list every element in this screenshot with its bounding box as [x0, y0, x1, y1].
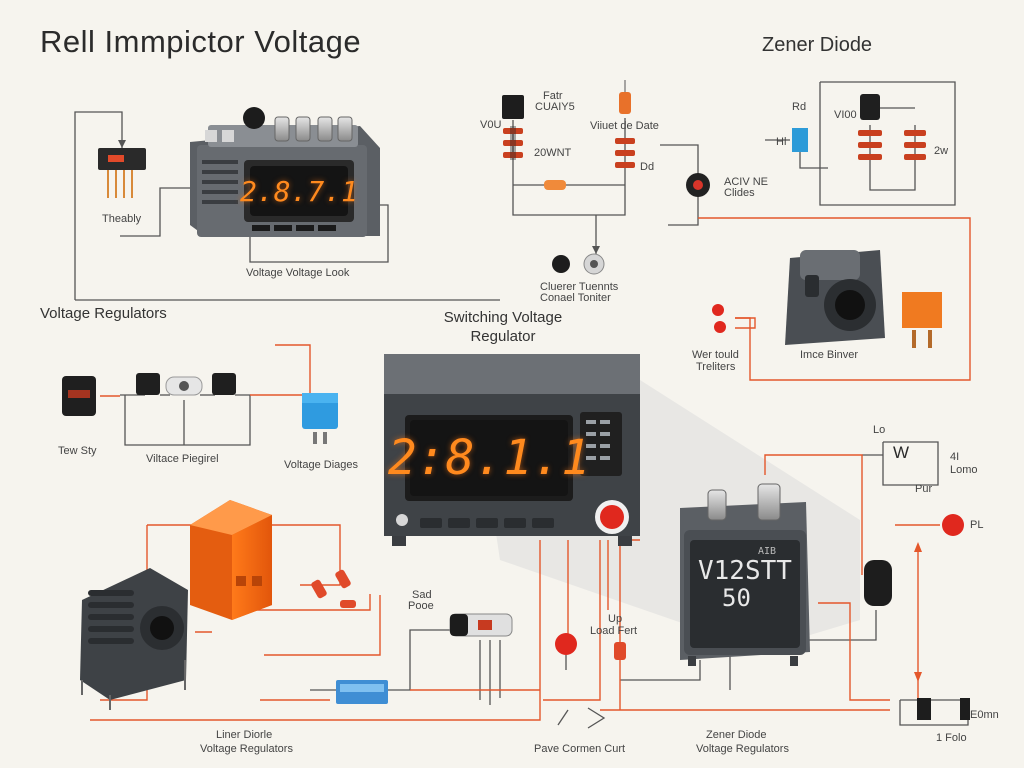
page-title: Rell Immpictor Voltage: [40, 24, 362, 59]
label-rl: PL: [970, 519, 984, 531]
label-top-c5: Viiuet de Date: [590, 120, 659, 132]
label-top-c3: V0U: [480, 119, 502, 131]
label-ro: Lo: [873, 424, 886, 436]
label-top-c2: CUAIY5: [535, 101, 575, 113]
switching-regulator-heading-line1: Switching Voltage: [443, 309, 563, 326]
label-zener-bottom-line1: Zener Diode: [706, 729, 767, 741]
label-wer-line1: Wer tould: [692, 349, 739, 361]
label-ifolo: 1 Folo: [936, 732, 967, 744]
chip-module: [680, 483, 810, 666]
label-acv-line2: Clides: [724, 187, 755, 199]
heatsink-device: [80, 568, 188, 710]
label-top-c1: Fatr: [543, 90, 563, 102]
label-sad-line2: Pooe: [408, 600, 434, 612]
label-pave: Pave Cormen Curt: [534, 743, 626, 755]
label-w-box: W: [893, 443, 910, 462]
corner-heading: Zener Diode: [762, 34, 873, 56]
label-acv-line1: ACIV NE: [724, 176, 769, 188]
label-pur: Pur: [915, 483, 933, 495]
label-wer-line2: Treliters: [696, 361, 736, 373]
label-up-line1: Up: [608, 613, 623, 625]
label-voltage-look: Voltage Voltage Look: [246, 267, 350, 279]
label-liner-line1: Liner Diorle: [216, 729, 273, 741]
label-eom: E0mn: [970, 709, 999, 721]
label-lomo-line2: Lomo: [950, 464, 978, 476]
orange-block: [190, 500, 272, 620]
label-liner-line2: Voltage Regulators: [200, 743, 293, 755]
label-top-c6: Dd: [640, 161, 655, 173]
label-imge: Imce Binver: [800, 349, 859, 361]
chip-label-line2: 50: [722, 584, 751, 612]
label-zener-r4: 2w: [934, 145, 949, 157]
label-tew: Tew Sty: [58, 445, 97, 457]
small-ic-chip: [98, 148, 146, 198]
switching-regulator-heading-line2: Regulator: [470, 328, 536, 345]
label-top-c4: 20WNT: [534, 147, 572, 159]
chip-tag: AIB: [758, 546, 777, 557]
label-zener-r3: VI00: [834, 109, 857, 121]
label-charter-line2: Conael Toniter: [540, 292, 611, 304]
label-voltage-diages: Voltage Diages: [284, 459, 358, 471]
label-charter-line1: Cluerer Tuennts: [540, 281, 619, 293]
label-up-line2: Load Fert: [590, 625, 638, 637]
acv-knob: [686, 173, 710, 197]
gray-arrow-heads: [118, 140, 600, 254]
label-zener-r1: Rd: [792, 101, 807, 113]
right-small-parts: [864, 514, 970, 720]
right-camera-device: [712, 250, 942, 348]
main-display-readout: 2:8.1.1: [388, 420, 590, 496]
label-viltace: Viltace Piegirel: [146, 453, 219, 465]
label-sad-line1: Sad: [412, 589, 432, 601]
bottom-components: [311, 569, 626, 704]
voltage-regulators-heading: Voltage Regulators: [40, 305, 167, 322]
chip-label-line1: V12STT: [698, 556, 792, 586]
label-thesbly: Theably: [102, 213, 142, 225]
label-zener-bottom-line2: Voltage Regulators: [696, 743, 789, 755]
label-lomo-line1: 4I: [950, 451, 960, 463]
zener-diode-box: [792, 94, 926, 160]
left-row-components: [62, 373, 338, 444]
top-center-components: [502, 80, 635, 275]
top-display-readout: 2.8.7.1: [240, 166, 358, 216]
label-zener-r2: Hl: [776, 136, 787, 148]
